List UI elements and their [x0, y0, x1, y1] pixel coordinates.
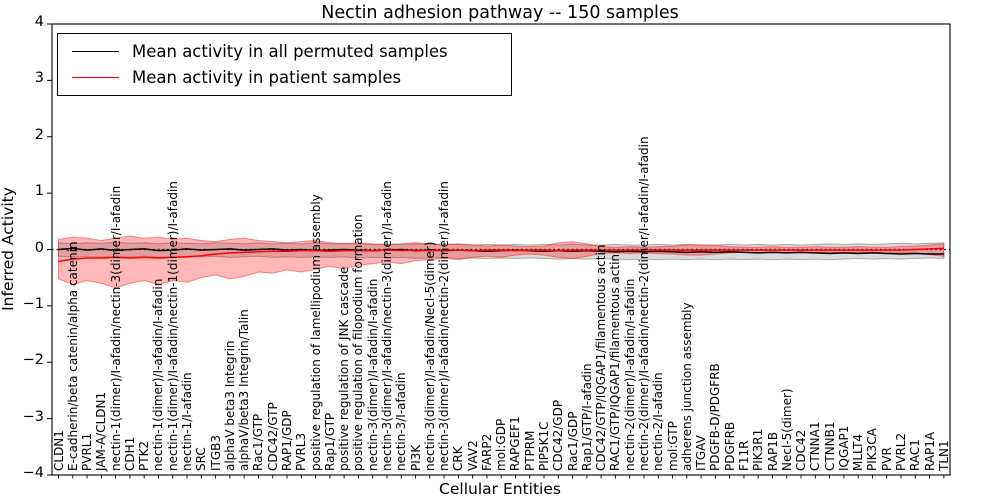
legend-entry-permuted: Mean activity in all permuted samples [72, 42, 511, 61]
x-tick-label: CTNNB1 [822, 421, 837, 471]
x-tick-label: RAP1/GDP [279, 410, 294, 471]
x-tick-label: PIK3CA [865, 428, 880, 471]
x-tick-label: Necl-5(dimer) [779, 388, 794, 471]
y-tick-label: 4 [34, 14, 44, 30]
x-tick-label: RAPGEF1 [508, 416, 523, 471]
patient-mean-line [58, 247, 944, 263]
x-tick-label: alphaV/beta3 Integrin/Talin [237, 309, 252, 471]
x-tick-label: PDGFRB [722, 421, 737, 471]
x-tick-label: nectin-2/I-afadin [651, 372, 666, 471]
x-tick-label: PIK3R1 [751, 428, 766, 471]
legend-label-patient: Mean activity in patient samples [132, 68, 402, 88]
x-tick-label: CDH1 [122, 436, 137, 471]
y-tick-label: −1 [22, 295, 44, 312]
patient-band [58, 235, 945, 289]
x-tick-label: SRC [194, 447, 209, 471]
x-tick-label: adherens junction assembly [679, 302, 694, 471]
x-tick-label: RAC1 [908, 439, 923, 471]
y-tick-label: −4 [22, 465, 44, 481]
x-tick-label: Rap1/GTP/I-afadin [579, 363, 594, 471]
x-tick-label: mol:GDP [494, 418, 509, 471]
y-tick-label: 0 [34, 239, 44, 256]
y-tick-label: −3 [22, 408, 44, 425]
legend-label-permuted: Mean activity in all permuted samples [132, 41, 448, 61]
x-tick-label: RAP1A [922, 431, 937, 471]
x-tick-label: IQGAP1 [836, 425, 851, 471]
x-tick-label: positive regulation of JNK cascade [337, 266, 352, 471]
x-tick-label: nectin-3/I-afadin [394, 372, 409, 471]
x-tick-label: PDGFB-D/PDGFRB [708, 363, 723, 471]
x-tick-label: CDC42 [794, 429, 809, 471]
x-tick-label: nectin-2(dimer)/I-afadin/nectin-2(dimer/… [636, 136, 651, 471]
y-tick-label: 1 [34, 183, 44, 200]
x-tick-label: JAM-A/CLDN1 [94, 391, 109, 471]
chart-title: Nectin adhesion pathway -- 150 samples [321, 3, 679, 23]
x-tick-label: nectin-3(dimer)/I-afadin/Necl-5(dimer) [422, 241, 437, 471]
x-tick-label: CDC42/GDP [551, 399, 566, 471]
y-tick-label: 3 [34, 70, 44, 87]
x-tick-label: positive regulation of filopodium format… [351, 214, 366, 471]
y-tick-label: 2 [34, 126, 44, 143]
x-tick-label: PVRL3 [294, 432, 309, 471]
x-tick-label: PVRL2 [894, 432, 909, 471]
x-tick-label: mol:GTP [665, 421, 680, 471]
legend: Mean activity in all permuted samples Me… [57, 33, 512, 96]
y-tick-label: −2 [22, 352, 44, 369]
x-tick-label: nectin-3(dimer)/I-afadin/nectin-2(dimer)… [437, 181, 452, 471]
x-tick-label: alphaV beta3 Integrin [222, 340, 237, 471]
x-axis-label: Cellular Entities [439, 480, 561, 498]
x-tick-label: CRK [451, 446, 466, 471]
x-tick-label: F11R [736, 440, 751, 471]
x-tick-label: ITGB3 [208, 434, 223, 471]
x-tick-label: CDC42/GTP [265, 402, 280, 471]
x-tick-label: RAP1B [765, 431, 780, 471]
x-tick-label: CLDN1 [51, 430, 66, 471]
x-tick-label: nectin-1(dimer)/I-afadin/nectin-1(dimer)… [165, 181, 180, 471]
x-tick-label: positive regulation of lamellipodium ass… [308, 194, 323, 471]
x-tick-label: Rac1/GTP [251, 413, 266, 471]
x-tick-label: CTNNA1 [808, 421, 823, 471]
x-tick-label: nectin-3(dimer)/I-afadin/I-afadin [365, 278, 380, 471]
x-tick-label: PTK2 [137, 440, 152, 471]
x-tick-label: nectin-1(dimer)/I-afadin/I-afadin [151, 278, 166, 471]
x-tick-label: Rac1/GDP [565, 411, 580, 471]
x-tick-label: PI3K [408, 444, 423, 471]
x-tick-label: nectin-3(dimer)/I-afadin/nectin-3(dimer)… [379, 181, 394, 471]
x-tick-label: PVR [879, 447, 894, 471]
x-tick-label: E-cadherin/beta catenin/alpha catenin [65, 241, 80, 471]
x-tick-label: PVRL1 [80, 432, 95, 471]
x-tick-label: FARP2 [479, 433, 494, 471]
x-tick-label: CDC42/GTP/IQGAP1/filamentous actin [594, 244, 609, 471]
x-tick-label: nectin-1(dimer)/I-afadin/nectin-3(dimer/… [108, 185, 123, 471]
x-tick-label: nectin-2(dimer)/I-afadin/I-afadin [622, 278, 637, 471]
legend-line-permuted-icon [72, 50, 119, 52]
x-tick-label: RAC1/GTP/IQGAP1/filamentous actin [608, 253, 623, 471]
x-tick-label: TLN1 [936, 440, 951, 471]
x-tick-label: nectin-1/I-afadin [180, 372, 195, 471]
x-tick-label: Rap1/GTP [322, 412, 337, 471]
legend-entry-patient: Mean activity in patient samples [72, 68, 511, 87]
x-tick-label: MLLT4 [851, 433, 866, 471]
x-tick-label: PIP5K1C [537, 421, 552, 471]
y-axis-label: Inferred Activity [0, 187, 17, 311]
legend-line-patient-icon [72, 77, 119, 79]
x-tick-label: ITGAV [694, 435, 709, 471]
x-tick-label: VAV2 [465, 440, 480, 471]
x-tick-label: PTPRM [522, 430, 537, 472]
